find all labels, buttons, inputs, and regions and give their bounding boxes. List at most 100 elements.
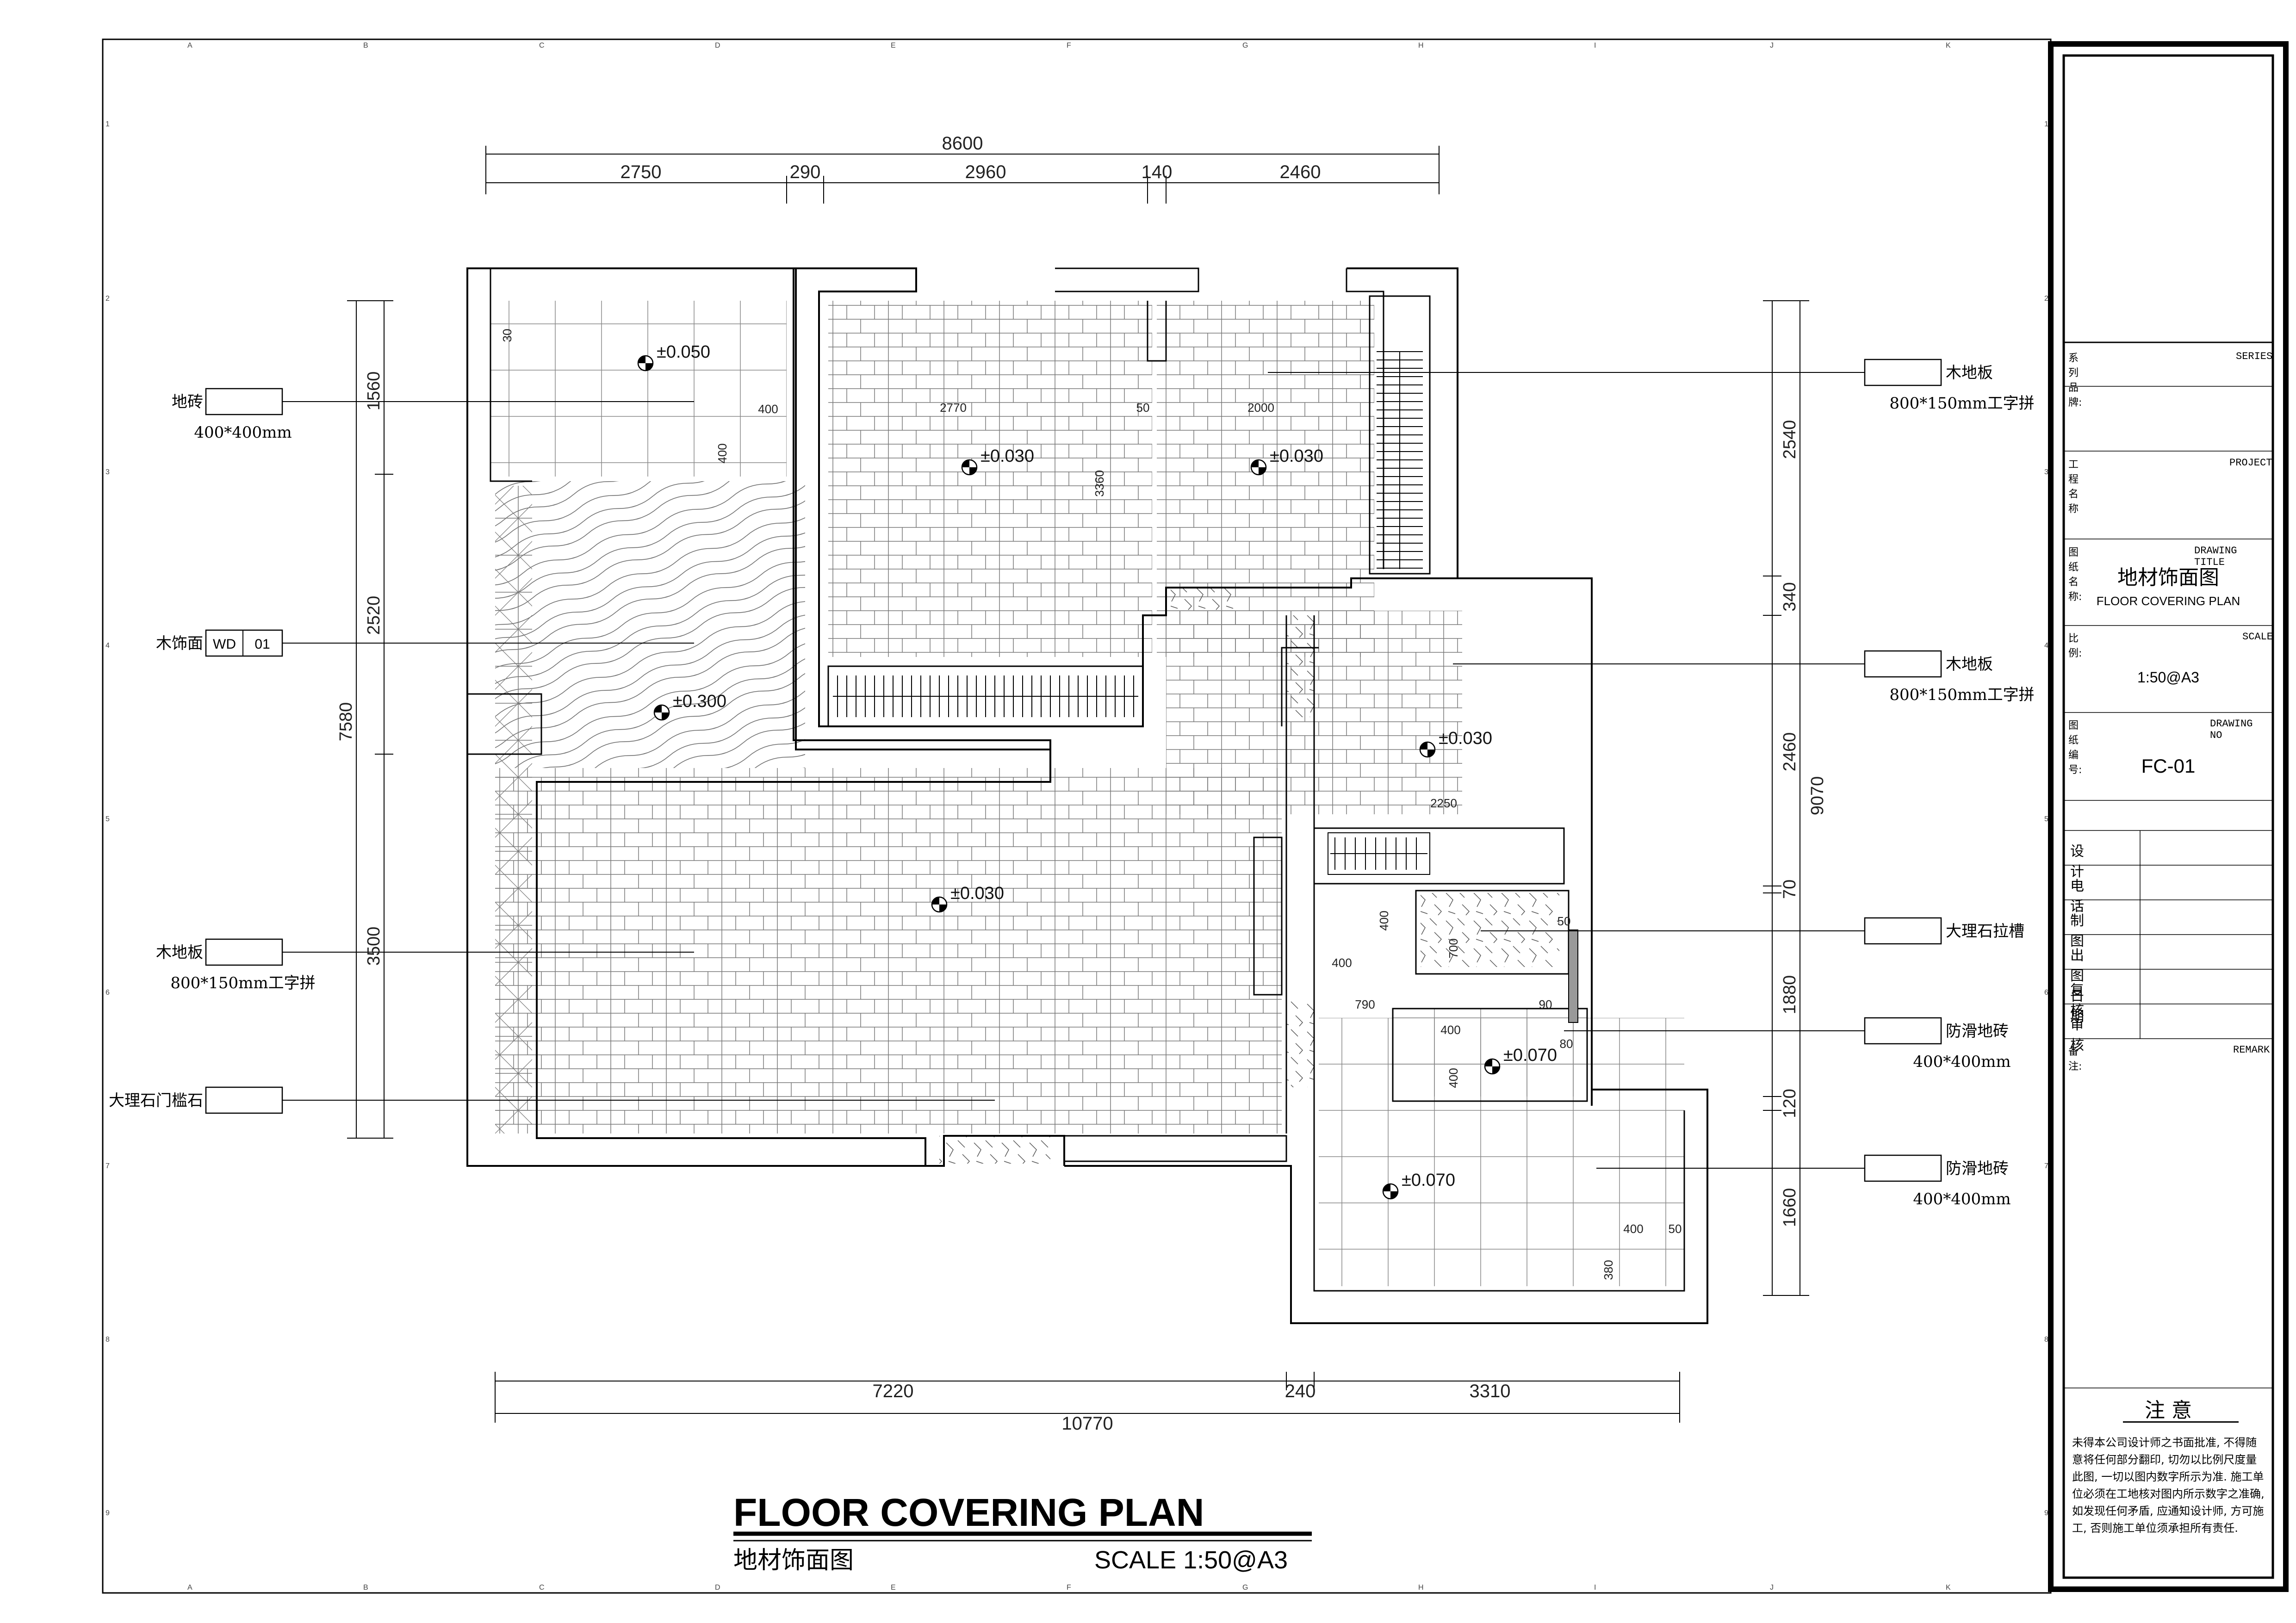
project-label-cn: 工程名称	[2068, 459, 2079, 515]
grid-row-right: 9	[2044, 1509, 2048, 1517]
dim-bottom-total: 10770	[1061, 1413, 1113, 1434]
grid-col-bottom: A	[187, 1584, 192, 1592]
grid-row-left: 2	[105, 295, 110, 303]
material-name: 地砖	[172, 393, 203, 411]
grid-col-bottom: J	[1770, 1584, 1774, 1592]
dim-top-part: 290	[790, 162, 821, 182]
grid-col-top: E	[891, 42, 896, 50]
notice-title: 注 意	[2145, 1399, 2192, 1422]
dim-top-part: 2750	[621, 162, 662, 182]
dim-inner: 400	[758, 402, 778, 416]
dim-top-part: 140	[1142, 162, 1173, 182]
elevation-marker: ±0.030	[1250, 446, 1323, 476]
dim-top-part: 2460	[1280, 162, 1321, 182]
grid-col-bottom: G	[1242, 1584, 1248, 1592]
dim-inner: 50	[1558, 914, 1571, 928]
series-label-cn: 系列品牌:	[2068, 353, 2082, 409]
remark-label-en: REMARK	[2233, 1044, 2270, 1056]
dim-inner: 90	[1539, 997, 1552, 1011]
grid-col-top: B	[363, 42, 368, 50]
material-name: 防滑地砖	[1946, 1159, 2009, 1178]
dim-inner: 380	[1601, 1260, 1615, 1280]
drawing-no-label-cn: 图纸编号:	[2068, 720, 2082, 776]
tb-row-phone: 电 话	[2070, 878, 2084, 915]
radiator-grille-small	[1330, 837, 1427, 870]
grid-col-top: F	[1067, 42, 1071, 50]
elevation-marker: ±0.050	[637, 342, 710, 372]
dim-right-part: 340	[1780, 582, 1800, 611]
grid-col-bottom: B	[363, 1584, 368, 1592]
elevation-value: ±0.030	[980, 446, 1034, 466]
material-name: 防滑地砖	[1946, 1022, 2009, 1041]
dim-right-part: 1880	[1780, 975, 1800, 1015]
material-spec: 400*400mm	[194, 423, 292, 442]
dim-right-part: 120	[1780, 1089, 1800, 1118]
left-material-label: 地砖 400*400mm	[172, 388, 292, 442]
elevation-value: ±0.050	[657, 342, 710, 362]
grid-col-top: K	[1946, 42, 1951, 50]
elevation-marker: ±0.030	[1419, 729, 1492, 758]
grid-row-right: 8	[2044, 1336, 2048, 1344]
grid-col-top: C	[539, 42, 545, 50]
material-name: 木地板	[156, 943, 203, 962]
grid-col-bottom: F	[1067, 1584, 1071, 1592]
plan-title-cn: 地材饰面图	[733, 1547, 854, 1574]
grid-row-right: 2	[2044, 295, 2048, 303]
dim-inner: 80	[1560, 1037, 1573, 1051]
dim-left-total: 7580	[336, 702, 356, 742]
material-spec: 400*400mm	[1913, 1053, 2011, 1071]
dim-inner: 50	[1136, 401, 1150, 415]
left-material-label: WD 01 木饰面	[156, 629, 283, 657]
elevation-marker: ±0.030	[961, 446, 1034, 476]
elevation-marker: ±0.070	[1382, 1171, 1455, 1200]
elevation-value: ±0.030	[950, 884, 1004, 903]
grid-col-top: J	[1770, 42, 1774, 50]
material-spec: 800*150mm工字拼	[1889, 686, 2034, 704]
dim-inner: 2000	[1247, 401, 1274, 415]
material-code-number: 01	[254, 637, 270, 652]
tb-row-design: 设 计	[2070, 843, 2084, 880]
dim-inner: 700	[1446, 938, 1460, 958]
dim-right-part: 70	[1780, 880, 1800, 899]
elevation-value: ±0.030	[1439, 729, 1492, 748]
drawing-no-value: FC-01	[2141, 755, 2196, 777]
dim-inner: 400	[1440, 1023, 1460, 1037]
grid-row-left: 8	[105, 1336, 110, 1344]
dim-right-total: 9070	[1808, 776, 1827, 816]
elevation-value: ±0.030	[1270, 446, 1323, 466]
grid-col-top: I	[1594, 42, 1596, 50]
material-name: 木饰面	[156, 634, 203, 653]
grid-col-bottom: E	[891, 1584, 896, 1592]
tb-row-review: 复 核	[2070, 982, 2084, 1019]
dim-top-part: 2960	[965, 162, 1006, 182]
material-name: 木地板	[1946, 364, 1993, 382]
material-name: 大理石拉槽	[1946, 922, 2024, 941]
grid-row-left: 1	[105, 120, 110, 128]
grid-col-top: A	[187, 42, 192, 50]
dim-top-total: 8600	[942, 133, 983, 154]
scale-value: 1:50@A3	[2137, 669, 2199, 686]
dim-inner: 3360	[1092, 470, 1106, 497]
grid-col-top: H	[1418, 42, 1424, 50]
stair-treads	[1377, 351, 1423, 569]
material-code: WD	[213, 637, 236, 652]
left-material-label: 大理石门槛石	[109, 1086, 283, 1114]
dim-right-part: 2540	[1780, 420, 1800, 459]
elevation-marker: ±0.070	[1484, 1046, 1557, 1075]
grid-row-left: 7	[105, 1162, 110, 1170]
remark-label-cn: 备注:	[2068, 1046, 2082, 1072]
grid-col-bottom: K	[1946, 1584, 1951, 1592]
dim-inner: 400	[1446, 1068, 1460, 1088]
plan-title: FLOOR COVERING PLAN 地材饰面图 SCALE 1:50@A3	[733, 1491, 1312, 1574]
dim-right-part: 2460	[1780, 732, 1800, 772]
elevation-value: ±0.070	[1402, 1171, 1455, 1190]
tb-row-issue-date: 出图日期	[2070, 948, 2084, 1025]
dim-left-part: 3500	[364, 927, 384, 966]
elevation-markers: ±0.050±0.030±0.030±0.300±0.030±0.030±0.0…	[637, 342, 1557, 1200]
